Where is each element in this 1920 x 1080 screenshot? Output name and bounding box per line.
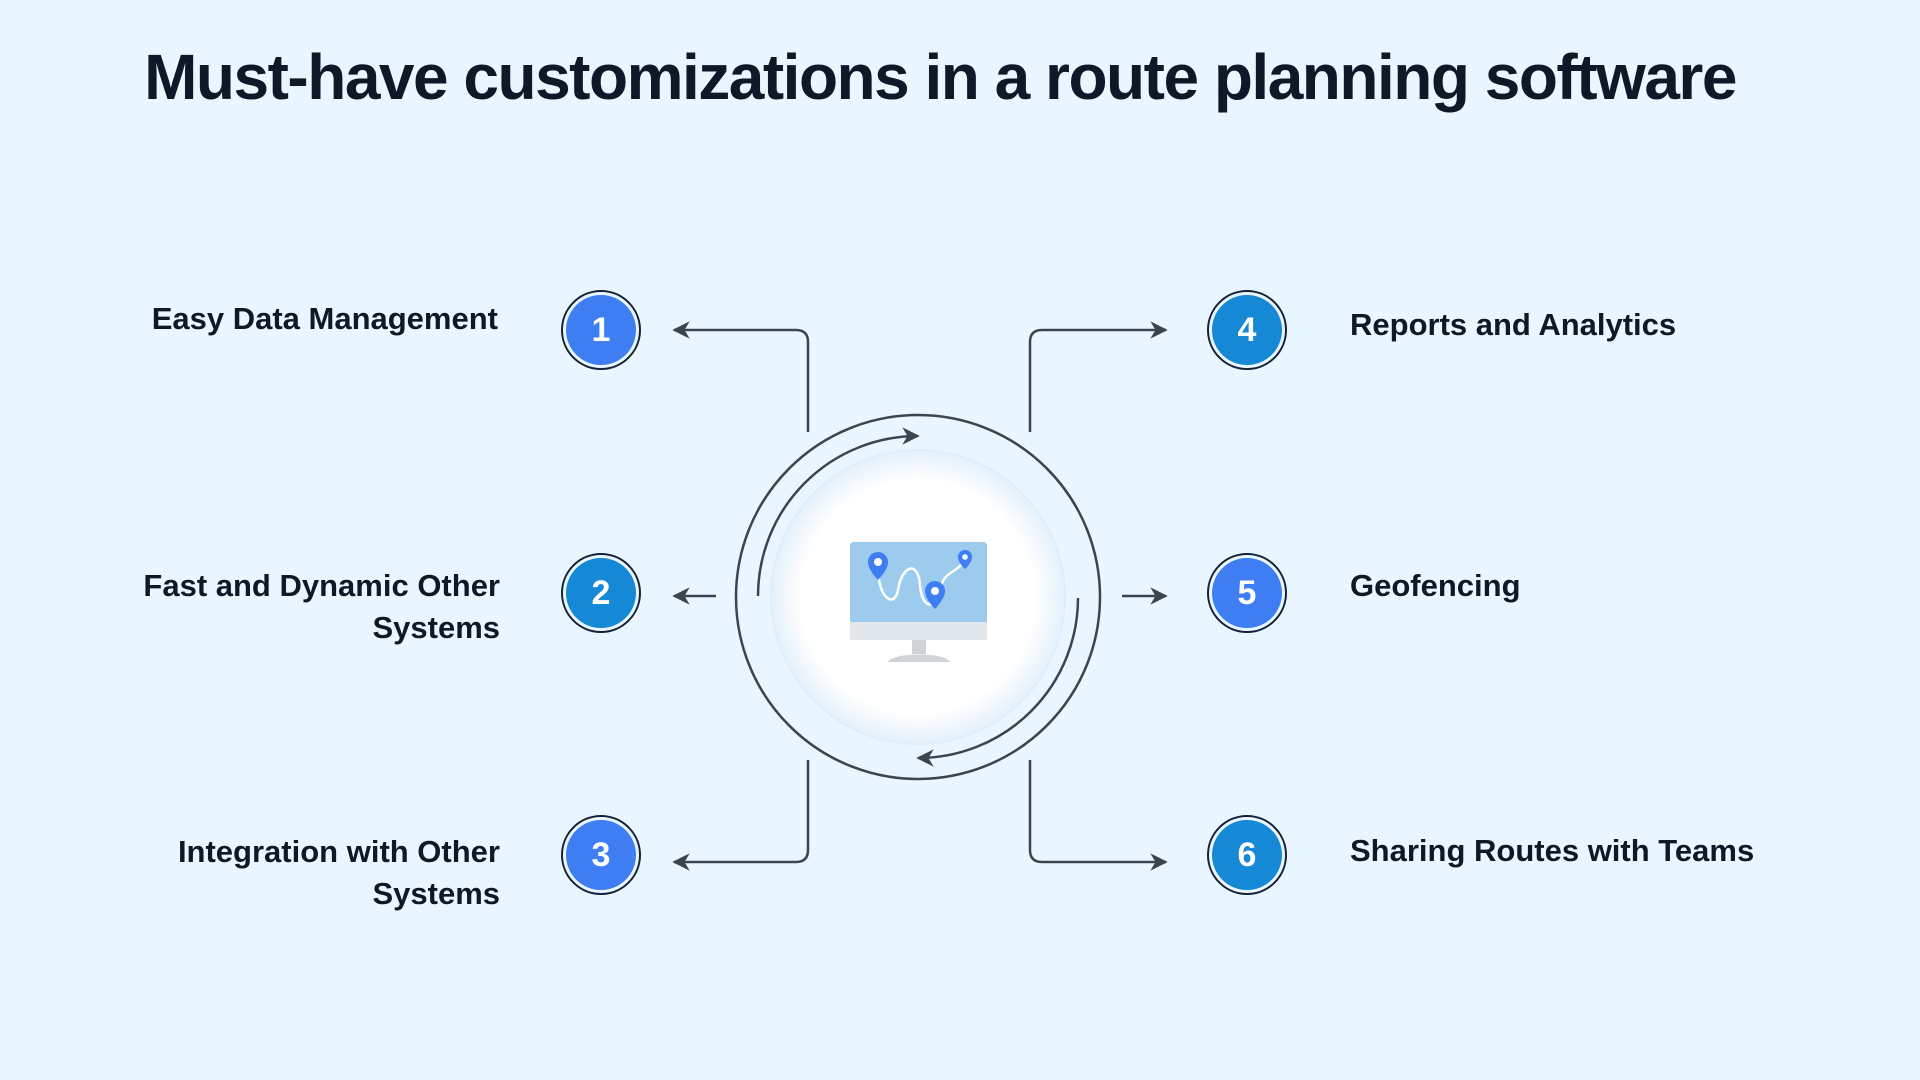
step-label-4: Reports and Analytics [1350, 307, 1677, 342]
step-badge-2: 2 [561, 553, 641, 633]
page-title: Must-have customizations in a route plan… [144, 41, 1737, 113]
cycle-arrow-bottom [916, 597, 1080, 767]
step-label-6: Sharing Routes with Teams [1350, 833, 1755, 868]
monitor-with-map-pins-icon [850, 542, 987, 662]
step-label-5: Geofencing [1350, 568, 1521, 603]
connector-4 [1028, 321, 1168, 432]
step-badge-4: 4 [1207, 290, 1287, 370]
connector-3 [672, 760, 810, 871]
cycle-arrow-top [756, 427, 920, 597]
connector-6 [1028, 760, 1168, 871]
step-badge-6: 6 [1207, 815, 1287, 895]
step-label-1: Easy Data Management [151, 301, 498, 336]
step-badge-3: 3 [561, 815, 641, 895]
step-badge-1: 1 [561, 290, 641, 370]
connector-1 [672, 321, 810, 432]
step-badge-5: 5 [1207, 553, 1287, 633]
step-label-2: Fast and Dynamic Other Systems [143, 568, 500, 645]
step-label-3: Integration with Other Systems [177, 834, 500, 911]
